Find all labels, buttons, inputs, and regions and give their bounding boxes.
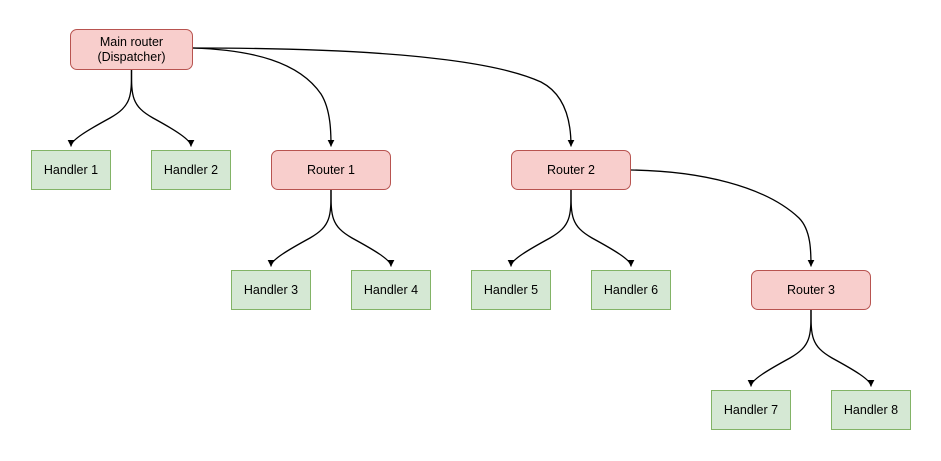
node-label-handler-7: Handler 7 <box>723 402 779 417</box>
edges-group <box>67 47 875 387</box>
node-router-2[interactable]: Router 2 <box>511 150 631 190</box>
node-label-handler-1: Handler 1 <box>43 162 99 177</box>
node-label-handler-2: Handler 2 <box>163 162 219 177</box>
node-label-handler-3: Handler 3 <box>243 282 299 297</box>
node-handler-2[interactable]: Handler 2 <box>151 150 231 190</box>
node-label-router-1: Router 1 <box>307 162 355 177</box>
node-handler-6[interactable]: Handler 6 <box>591 270 671 310</box>
node-handler-7[interactable]: Handler 7 <box>711 390 791 430</box>
edge-main-to-router-1 <box>192 47 335 147</box>
node-router-3[interactable]: Router 3 <box>751 270 871 310</box>
edge-router-1-to-handler-4 <box>330 189 395 267</box>
edge-router-1-to-handler-3 <box>267 189 332 267</box>
edge-router-2-to-handler-6 <box>570 189 635 267</box>
node-label-router-3: Router 3 <box>787 282 835 297</box>
node-handler-5[interactable]: Handler 5 <box>471 270 551 310</box>
edge-main-to-router-2 <box>192 47 575 147</box>
node-router-1[interactable]: Router 1 <box>271 150 391 190</box>
node-label-handler-8: Handler 8 <box>843 402 899 417</box>
edge-router-2-to-router-3 <box>630 169 815 267</box>
node-label-handler-6: Handler 6 <box>603 282 659 297</box>
node-handler-4[interactable]: Handler 4 <box>351 270 431 310</box>
edge-router-3-to-handler-7 <box>747 309 812 387</box>
edge-main-to-handler-2 <box>130 69 195 147</box>
node-handler-3[interactable]: Handler 3 <box>231 270 311 310</box>
node-main-router[interactable]: Main router (Dispatcher) <box>70 29 193 70</box>
edge-router-3-to-handler-8 <box>810 309 875 387</box>
node-label-router-2: Router 2 <box>547 162 595 177</box>
node-label-handler-5: Handler 5 <box>483 282 539 297</box>
node-handler-8[interactable]: Handler 8 <box>831 390 911 430</box>
edge-router-2-to-handler-5 <box>507 189 572 267</box>
edge-main-to-handler-1 <box>67 69 133 147</box>
node-label-handler-4: Handler 4 <box>363 282 419 297</box>
node-label-main-router: Main router (Dispatcher) <box>97 34 166 64</box>
node-handler-1[interactable]: Handler 1 <box>31 150 111 190</box>
